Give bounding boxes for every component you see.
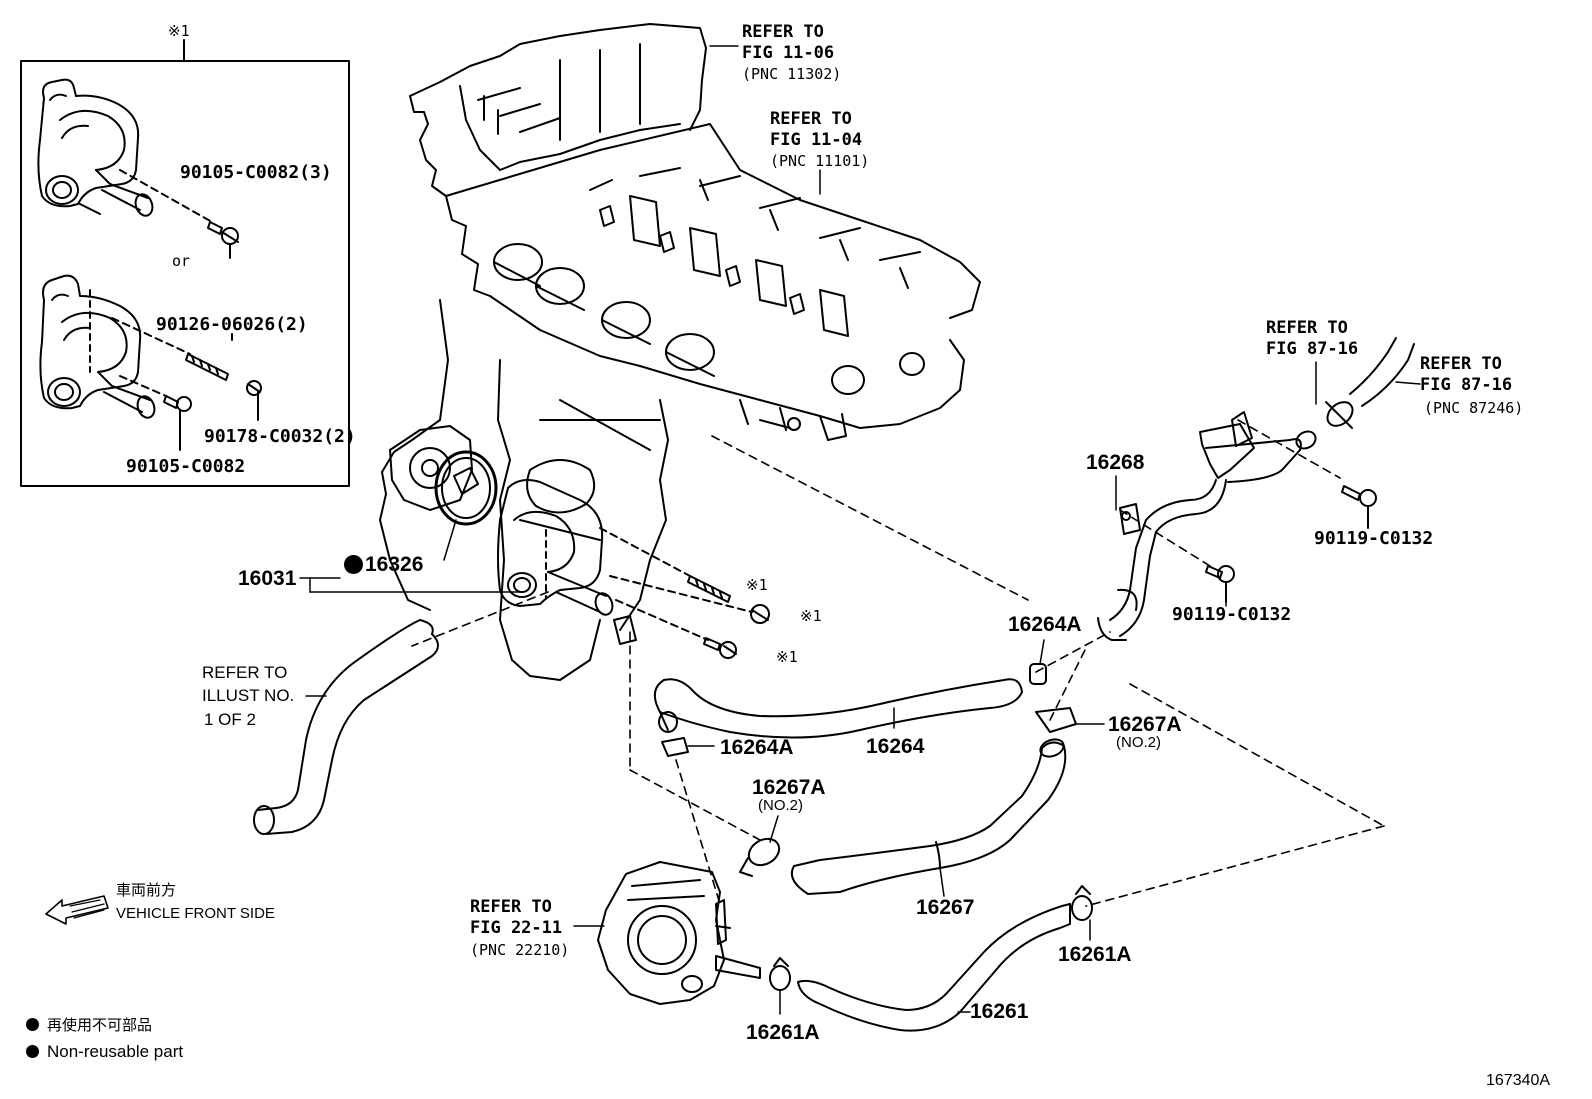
ref-fig-22-11-line2[interactable]: FIG 22-11 [470,918,563,938]
dashed-leaders [411,419,1385,907]
main-fasteners [599,417,801,659]
inset-fasteners [111,169,262,451]
ref-fig-87-16-right-line2[interactable]: FIG 87-16 [1420,375,1513,395]
ref-fig-11-06-line2[interactable]: FIG 11-06 [742,43,835,63]
leader-lines [299,45,1421,1015]
non-reusable-dot-icon [26,1045,39,1058]
ref-fig-11-04-pnc: (PNC 11101) [770,152,870,170]
marker-note-1c: ※1 [776,648,798,666]
engine-block [379,23,981,681]
part-16264a-upper[interactable]: 16264A [1008,613,1082,636]
part-16267a-left[interactable]: 16267A [752,776,826,799]
part-90105-c0082-3[interactable]: 90105-C0082(3) [180,162,332,183]
legend-front-en: VEHICLE FRONT SIDE [116,905,275,922]
part-16267a-left-sub: (NO.2) [758,797,803,814]
part-90119-c0132-lower[interactable]: 90119-C0132 [1172,604,1292,625]
hose-16267 [790,738,1067,895]
legend-nonreuse-jp-row: 再使用不可部品 [26,1017,152,1035]
ref-fig-11-04-line1[interactable]: REFER TO [770,109,852,129]
non-reusable-dot-icon [344,555,363,574]
part-16326[interactable]: 16326 [365,553,424,576]
part-16261a-left[interactable]: 16261A [746,1021,820,1044]
part-16267a-right-sub: (NO.2) [1116,734,1161,751]
non-reusable-dot-icon [26,1018,39,1031]
inset-or-label: or [172,252,191,270]
inset-water-outlet-upper [37,78,154,217]
ref-fig-22-11-line1[interactable]: REFER TO [470,897,552,917]
marker-note-1b: ※1 [800,607,822,625]
marker-note-1a: ※1 [746,576,768,594]
pipe-16268 [1097,411,1317,641]
ref-fig-11-06-line1[interactable]: REFER TO [742,22,824,42]
ref-fig-11-06-pnc: (PNC 11302) [742,65,842,83]
part-16261[interactable]: 16261 [970,1000,1029,1023]
part-16268[interactable]: 16268 [1086,451,1145,474]
legend-nonreuse-en-row: Non-reusable part [26,1043,183,1061]
part-16326-row: 16326 [344,553,423,577]
ref-fig-22-11-pnc: (PNC 22210) [470,941,570,959]
part-90178-c0032-2[interactable]: 90178-C0032(2) [204,426,356,447]
part-16261a-right[interactable]: 16261A [1058,943,1132,966]
ref-illust-line2[interactable]: ILLUST NO. [202,686,295,705]
ref-fig-11-04-line2[interactable]: FIG 11-04 [770,130,863,150]
figure-id: 167340A [1486,1072,1551,1089]
inset-water-outlet-lower [39,274,156,419]
inset-box [20,39,350,487]
clamps [661,337,1415,991]
ref-illust-line1[interactable]: REFER TO [202,663,288,682]
ref-fig-87-16-right-line1[interactable]: REFER TO [1420,354,1502,374]
part-16267[interactable]: 16267 [916,896,975,919]
hose-illust [253,619,439,835]
part-16264a-lower[interactable]: 16264A [720,736,794,759]
hose-16264 [653,678,1023,739]
hose-16261 [797,903,1071,1032]
legend-nonreuse-en: Non-reusable part [47,1042,184,1061]
vehicle-front-arrow [45,895,109,925]
legend-front-jp: 車両前方 [116,882,177,899]
ref-illust-line3: 1 OF 2 [204,710,256,729]
throttle-body [597,861,761,1005]
part-16267a-right[interactable]: 16267A [1108,713,1182,736]
ref-fig-87-16-right-pnc: (PNC 87246) [1424,399,1524,417]
part-90119-c0132-upper[interactable]: 90119-C0132 [1314,528,1434,549]
legend-nonreuse-jp: 再使用不可部品 [47,1017,153,1034]
ref-fig-87-16-left-line1[interactable]: REFER TO [1266,318,1348,338]
part-16031[interactable]: 16031 [238,567,297,590]
part-16264[interactable]: 16264 [866,735,925,758]
part-90105-c0082[interactable]: 90105-C0082 [126,456,246,477]
part-90126-06026-2[interactable]: 90126-06026(2) [156,314,308,335]
inset-marker: ※1 [168,22,190,40]
ref-fig-87-16-left-line2[interactable]: FIG 87-16 [1266,339,1359,359]
